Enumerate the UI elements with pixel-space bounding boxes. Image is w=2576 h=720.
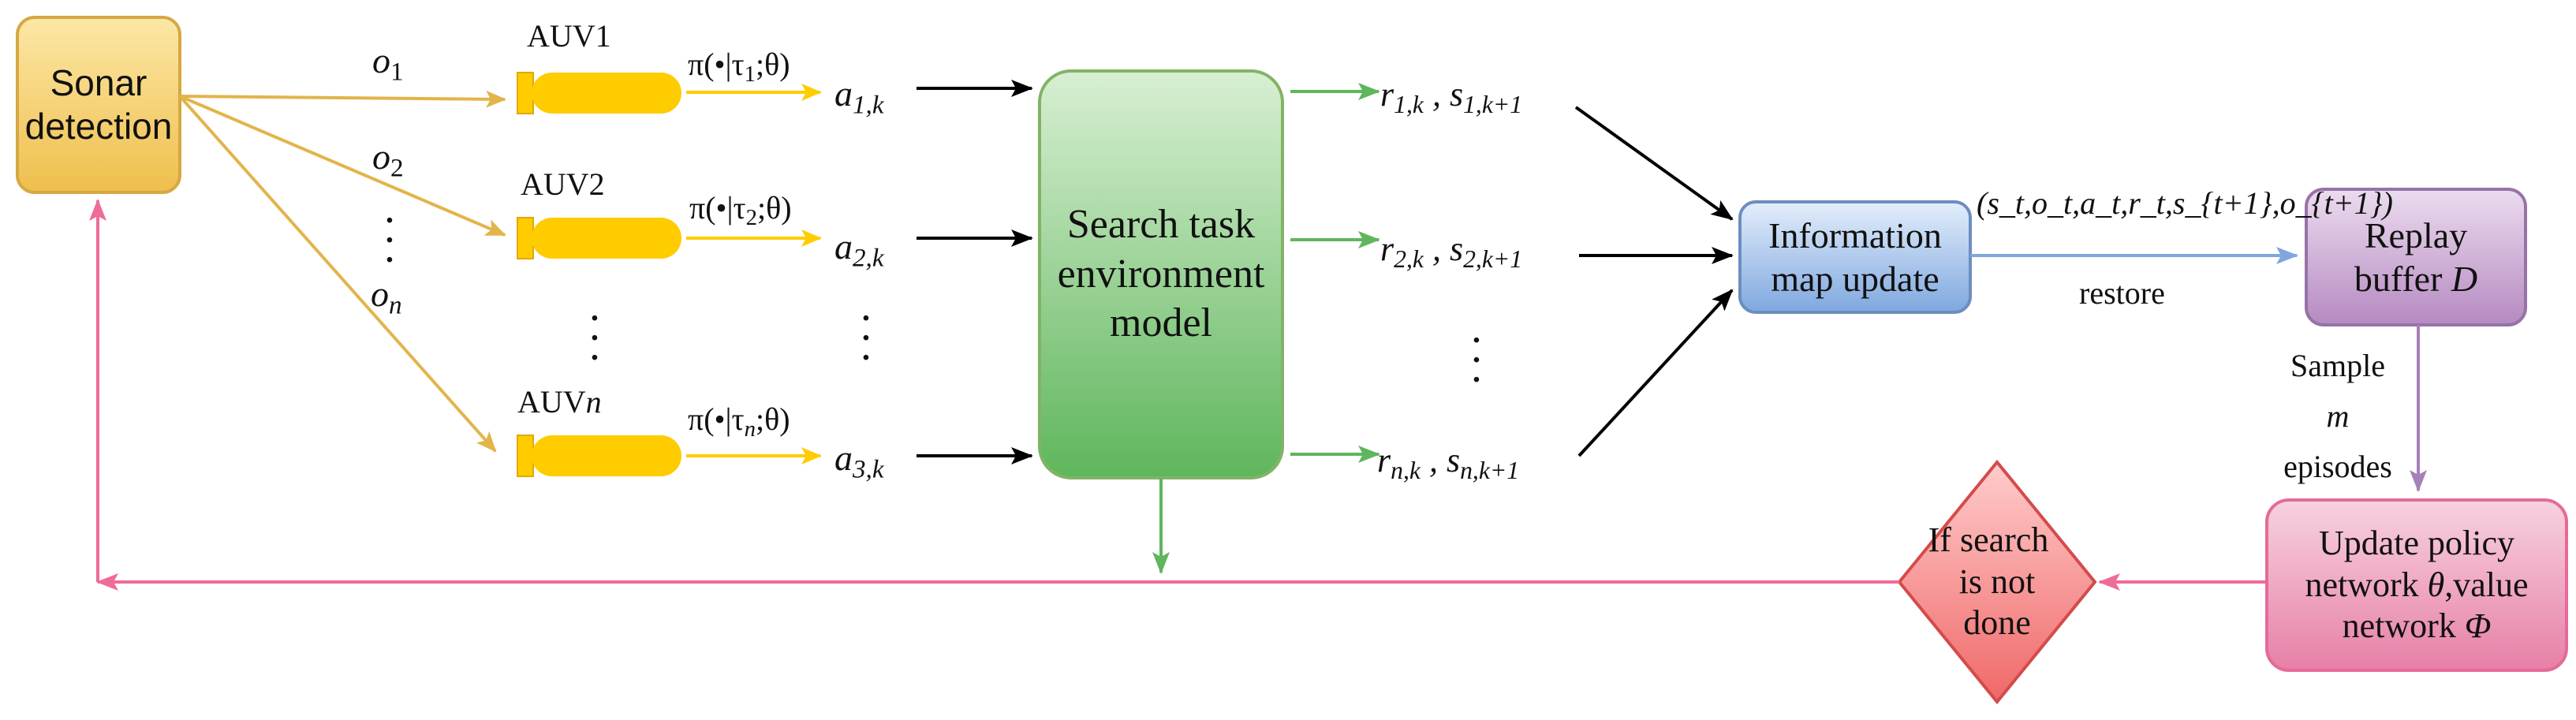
auv-label-n: AUVn bbox=[517, 386, 602, 418]
info-map-label: Information map update bbox=[1740, 202, 1970, 312]
policy-sub-2: 2 bbox=[745, 205, 758, 231]
reward-base-1: r bbox=[1380, 75, 1394, 114]
state-sub-n: n, bbox=[1460, 456, 1479, 484]
policy-label-1: π(•|τ1;θ) bbox=[688, 49, 790, 86]
policy-sub-n: n bbox=[744, 416, 756, 442]
sonar-detection-box bbox=[16, 16, 181, 194]
obs-label-1: o1 bbox=[372, 40, 404, 87]
obs-sub-2: 2 bbox=[390, 153, 404, 183]
phi-symbol: Φ bbox=[2464, 606, 2492, 646]
update-policy-line1: Update policy bbox=[2318, 523, 2515, 562]
obs-base-1: o bbox=[372, 40, 390, 80]
auv-label-2: AUV2 bbox=[521, 166, 605, 202]
state-sub-2: 2, bbox=[1463, 244, 1482, 273]
action-label-n: a3,k bbox=[834, 438, 884, 484]
obs-sub-n: n bbox=[389, 290, 402, 320]
obs-arrow-n bbox=[178, 95, 497, 453]
replay-buffer-var: D bbox=[2451, 259, 2478, 299]
info-map-text: Information map update bbox=[1768, 215, 1942, 299]
sample-label: Sample m episodes bbox=[2265, 341, 2410, 492]
reward-base-n: r bbox=[1377, 441, 1391, 479]
vertical-ellipsis-icon: ··· bbox=[382, 196, 398, 285]
policy-post-2: ;θ) bbox=[757, 190, 792, 226]
action-base-1: a bbox=[834, 73, 853, 114]
obs-arrow-1 bbox=[179, 90, 506, 108]
reward-sub-n: n,k bbox=[1391, 456, 1421, 484]
reward-state-label-n: rn,k , sn,k+1 bbox=[1377, 441, 1520, 484]
vertical-ellipsis-icon: ··· bbox=[587, 294, 603, 383]
value-text: ,value bbox=[2444, 565, 2529, 604]
action-label-1: a1,k bbox=[834, 76, 884, 118]
reward-arrow-1 bbox=[1574, 106, 1734, 221]
auv-icon bbox=[517, 217, 681, 259]
action-label-2: a2,k bbox=[834, 226, 884, 273]
experience-tuple-label: (s_t,o_t,a_t,r_t,s_{t+1},o_{t+1}) bbox=[1977, 185, 2393, 221]
action-base-2: a bbox=[834, 226, 853, 267]
state-sub2-2: k+1 bbox=[1481, 244, 1523, 273]
decision-line1: If search bbox=[1928, 520, 2049, 559]
sample-var: m bbox=[2326, 398, 2350, 434]
action-base-n: a bbox=[834, 438, 853, 478]
sample-line1: Sample bbox=[2290, 348, 2385, 383]
state-base-2: s bbox=[1449, 229, 1464, 268]
replay-buffer-label: Replay buffer D bbox=[2306, 189, 2526, 325]
obs-label-n: on bbox=[371, 274, 402, 320]
replay-buffer-box bbox=[2305, 188, 2527, 326]
sonar-detection-label: Sonar detection bbox=[17, 17, 180, 192]
reward-sub-2: 2,k bbox=[1394, 244, 1424, 273]
policy-post-n: ;θ) bbox=[756, 401, 790, 437]
auv-label-n-prefix: AUV bbox=[517, 384, 586, 420]
auv-icon bbox=[517, 435, 681, 477]
state-sub2-1: k+1 bbox=[1481, 90, 1523, 118]
reward-state-label-1: r1,k , s1,k+1 bbox=[1380, 75, 1523, 118]
decision-line3: done bbox=[1963, 603, 2031, 643]
policy-post-1: ;θ) bbox=[756, 47, 790, 82]
policy-pre-2: π(•|τ bbox=[689, 190, 746, 226]
reward-state-label-2: r2,k , s2,k+1 bbox=[1380, 229, 1523, 273]
decision-line2: is not bbox=[1958, 561, 2036, 601]
policy-sub-1: 1 bbox=[744, 62, 756, 88]
policy-pre-n: π(•|τ bbox=[688, 401, 745, 437]
policy-label-2: π(•|τ2;θ) bbox=[689, 192, 792, 229]
state-base-n: s bbox=[1446, 441, 1461, 479]
update-policy-network-text: network bbox=[2305, 565, 2428, 604]
vertical-ellipsis-icon: ··· bbox=[1469, 316, 1484, 405]
policy-pre-1: π(•|τ bbox=[688, 47, 745, 82]
policy-label-n: π(•|τn;θ) bbox=[688, 404, 790, 441]
obs-label-2: o2 bbox=[372, 139, 404, 181]
restore-label: restore bbox=[2079, 275, 2165, 311]
sonar-detection-text: Sonar detection bbox=[24, 62, 173, 147]
theta-symbol: θ bbox=[2427, 565, 2445, 604]
obs-base-2: o bbox=[372, 136, 390, 177]
update-policy-label: Update policy network θ,value network Φ bbox=[2267, 500, 2567, 670]
decision-diamond bbox=[1897, 459, 2097, 705]
vertical-ellipsis-icon: ··· bbox=[858, 294, 874, 383]
update-policy-line2: network θ,value bbox=[2305, 565, 2528, 606]
reward-arrow-n bbox=[1577, 289, 1734, 457]
action-sub-n: 3,k bbox=[853, 454, 884, 484]
state-sub-1: 1, bbox=[1463, 90, 1482, 118]
replay-buffer-text: Replay buffer bbox=[2354, 215, 2468, 299]
sample-line3: episodes bbox=[2283, 449, 2392, 484]
update-policy-box bbox=[2265, 498, 2568, 672]
decision-label: If search is not done bbox=[1899, 498, 2095, 666]
network-text: network bbox=[2342, 606, 2465, 646]
auv-label-1: AUV1 bbox=[527, 18, 611, 54]
obs-arrow-2 bbox=[179, 95, 506, 237]
search-env-label: Search task environment model bbox=[1040, 71, 1282, 478]
search-env-text: Search task environment model bbox=[1057, 202, 1265, 346]
reward-base-2: r bbox=[1380, 229, 1394, 268]
state-sub2-n: k+1 bbox=[1478, 456, 1520, 484]
obs-base-n: o bbox=[371, 274, 389, 314]
obs-sub-1: 1 bbox=[390, 57, 404, 87]
reward-sub-1: 1,k bbox=[1394, 90, 1424, 118]
action-sub-1: 1,k bbox=[853, 90, 884, 120]
state-base-1: s bbox=[1449, 75, 1464, 114]
update-policy-line3: network Φ bbox=[2305, 606, 2528, 647]
auv-label-n-var: n bbox=[585, 384, 602, 420]
action-sub-2: 2,k bbox=[853, 243, 884, 273]
auv-icon bbox=[517, 72, 681, 114]
